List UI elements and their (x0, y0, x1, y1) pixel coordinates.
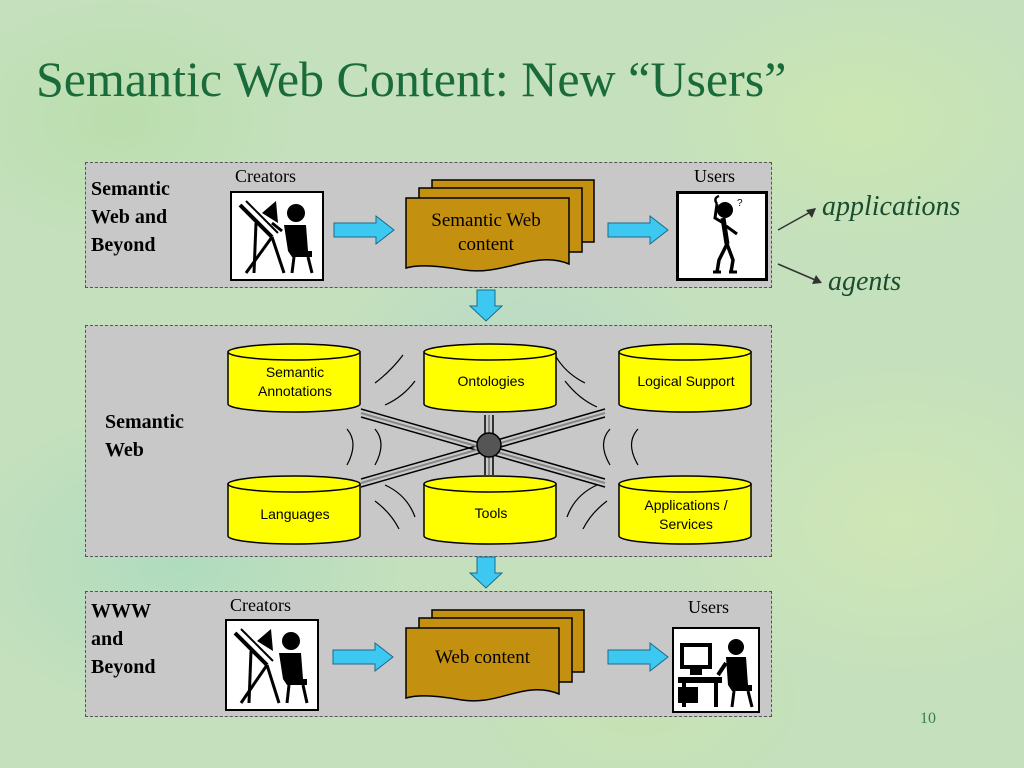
top-users-label: Users (694, 166, 735, 186)
semantic-web-content-text: Semantic Web content (406, 209, 566, 257)
applications-label: applications (822, 191, 961, 222)
web-creator-drafting-icon (225, 619, 319, 711)
semantic-web-content-line: content (458, 234, 514, 255)
languages-label: Languages (228, 505, 362, 524)
semantic-web-connector-diagram (346, 354, 639, 530)
top-panel-label-line: Beyond (91, 234, 156, 256)
top-to-middle-arrow (468, 289, 504, 322)
bottom-panel-label-line: Beyond (91, 656, 156, 678)
page-number: 10 (920, 710, 936, 727)
computer-user-icon (672, 627, 760, 713)
semantic-annotations-label: Semantic Annotations (228, 363, 362, 401)
semantic-annotations-cylinder (227, 343, 361, 413)
top-panel-label-line: Semantic (91, 178, 170, 200)
thinking-user-icon: ? (676, 191, 768, 281)
web-content-text: Web content (406, 646, 559, 670)
semantic-annotations-line: Annotations (258, 383, 332, 399)
applications-services-cylinder (618, 475, 752, 545)
middle-to-bottom-arrow (468, 556, 504, 589)
logical-support-line: Logical Support (637, 373, 735, 389)
top-creators-label: Creators (235, 166, 296, 186)
bottom-users-arrow (607, 641, 669, 673)
bottom-panel-label-line: and (91, 628, 124, 650)
top-users-arrow (607, 214, 669, 246)
slide-title: Semantic Web Content: New “Users” (36, 51, 787, 107)
agents-label: agents (828, 266, 902, 297)
bottom-creators-label: Creators (230, 595, 291, 615)
languages-cylinder (227, 475, 361, 545)
logical-support-cylinder (618, 343, 752, 413)
tools-cylinder (423, 475, 557, 545)
svg-text:?: ? (737, 198, 743, 209)
semantic-web-content-document (405, 179, 595, 272)
applications-services-label: Applications / Services (619, 496, 753, 534)
semantic-web-content-line: Semantic Web (431, 210, 541, 231)
middle-panel-label-line: Web (105, 439, 144, 461)
ontologies-cylinder (423, 343, 557, 413)
tools-line: Tools (474, 505, 508, 521)
middle-panel-label-line: Semantic (105, 411, 184, 433)
bottom-panel-label-line: WWW (91, 600, 151, 622)
applications-services-line: Applications / (644, 497, 728, 513)
applications-pointer-arrow (777, 208, 816, 231)
creator-drafting-icon (230, 191, 324, 281)
ontologies-label: Ontologies (424, 372, 558, 391)
top-creators-arrow (333, 214, 395, 246)
web-content-document (405, 609, 585, 702)
semantic-annotations-line: Semantic (265, 364, 325, 380)
web-content-line: Web content (434, 647, 531, 668)
applications-services-line: Services (659, 516, 713, 532)
languages-line: Languages (260, 506, 330, 522)
middle-panel-label: Semantic Web (105, 408, 184, 464)
top-panel-label: Semantic Web and Beyond (91, 175, 170, 259)
agents-pointer-arrow (777, 263, 822, 284)
bottom-creators-arrow (332, 641, 394, 673)
top-panel-label-line: Web and (91, 206, 168, 228)
bottom-users-label: Users (688, 597, 729, 617)
decorative-arcs (346, 354, 639, 530)
bottom-panel-label: WWW and Beyond (91, 597, 155, 681)
logical-support-label: Logical Support (619, 372, 753, 391)
connector-hub (476, 432, 502, 458)
tools-label: Tools (424, 504, 558, 523)
ontologies-line: Ontologies (457, 373, 525, 389)
